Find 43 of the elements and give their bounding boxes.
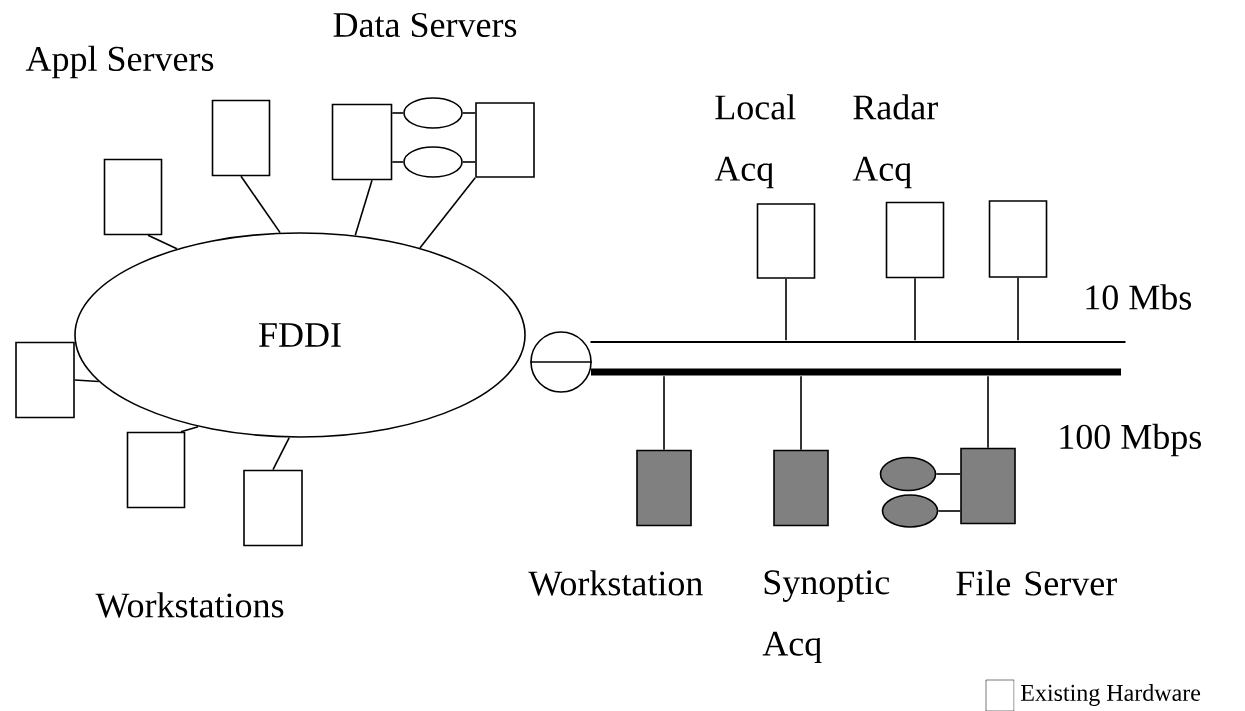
line-label: 10 Mbs xyxy=(1086,284,1191,310)
server-box xyxy=(211,99,271,177)
connector-line xyxy=(987,375,989,449)
connector-line xyxy=(180,425,199,433)
junction-circle xyxy=(529,331,593,393)
connector-line xyxy=(462,112,476,114)
disk-ellipse xyxy=(881,494,939,528)
connector-line xyxy=(354,179,373,237)
line-label: 100 Mbps xyxy=(1060,423,1201,457)
group-label: Data Servers xyxy=(333,12,517,38)
connector-line xyxy=(147,234,178,250)
connector-line xyxy=(391,161,404,163)
node-label: Radar Acq xyxy=(852,94,938,189)
node-label: Local Acq xyxy=(714,94,796,189)
server-box xyxy=(331,103,393,181)
server-box xyxy=(988,200,1048,278)
server-box xyxy=(475,102,535,178)
server-box xyxy=(15,341,75,419)
disk-ellipse xyxy=(403,97,463,129)
connector-line xyxy=(240,175,281,234)
connector-line xyxy=(419,177,476,249)
connector-line xyxy=(785,278,787,341)
server-box xyxy=(126,431,186,509)
disk-ellipse xyxy=(403,146,463,178)
connector-line xyxy=(462,161,476,163)
connector-line xyxy=(272,436,291,471)
legend-label: Existing Hardware xyxy=(1020,684,1201,706)
connector-line xyxy=(391,112,404,114)
disk-ellipse xyxy=(879,456,937,492)
connector-line xyxy=(937,510,961,512)
group-label: Appl Servers xyxy=(25,45,214,79)
connector-line xyxy=(1017,277,1019,341)
connector-line xyxy=(914,277,916,341)
group-label: Workstations xyxy=(95,592,284,618)
connector-line xyxy=(800,375,802,451)
connector-line xyxy=(74,379,100,383)
node-label: Synoptic Acq xyxy=(762,570,890,664)
server-box xyxy=(243,469,303,547)
node-label: File Server xyxy=(956,570,1117,596)
server-box xyxy=(103,158,163,236)
connector-line xyxy=(935,473,961,475)
node-label: Workstation xyxy=(528,570,703,596)
connector-line xyxy=(663,375,665,451)
